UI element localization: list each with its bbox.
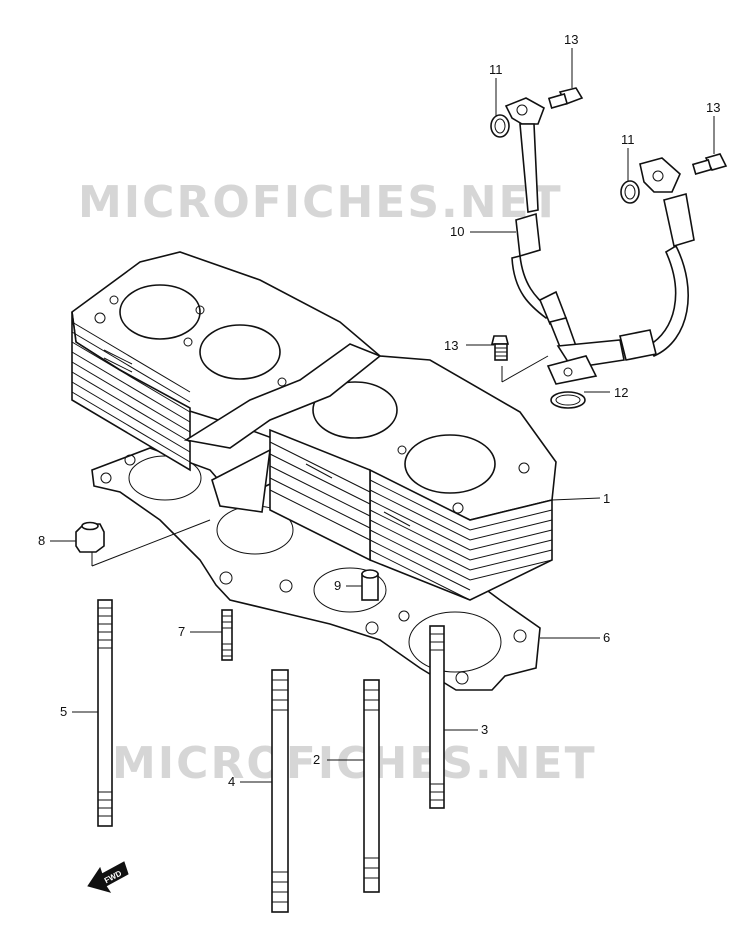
- callout-11-right: 11: [621, 132, 635, 147]
- union-bolt-top: [547, 87, 584, 110]
- callout-13-right: 13: [706, 100, 720, 115]
- stud-bolt-4: [271, 669, 289, 913]
- callout-2: 2: [313, 752, 320, 767]
- o-ring-left-inner: [494, 118, 506, 134]
- callout-7: 7: [178, 624, 185, 639]
- oil-hose-assembly: [504, 97, 695, 385]
- union-bolt-right: [691, 153, 728, 176]
- callout-13-lower: 13: [444, 338, 458, 353]
- stud-bolt-3: [429, 625, 445, 809]
- callout-13-top: 13: [564, 32, 578, 47]
- o-ring-right-inner: [624, 184, 636, 200]
- stud-bolt-2: [363, 679, 380, 893]
- cylinder-nut: [75, 521, 105, 553]
- callout-4: 4: [228, 774, 235, 789]
- short-stud: [221, 609, 233, 661]
- dowel-pin: [361, 569, 379, 601]
- watermark-bottom: MICROFICHES.NET: [112, 738, 597, 789]
- gasket-ring-12-inner: [555, 394, 581, 406]
- callout-9: 9: [334, 578, 341, 593]
- forward-arrow-icon: FWD: [87, 861, 129, 893]
- callout-5: 5: [60, 704, 67, 719]
- callout-11-left: 11: [489, 62, 503, 77]
- stud-bolt-5: [97, 599, 113, 827]
- watermark-top: MICROFICHES.NET: [78, 177, 563, 228]
- leader-lines: [50, 48, 715, 783]
- o-ring-left: [490, 114, 510, 138]
- callout-3: 3: [481, 722, 488, 737]
- o-ring-right: [620, 180, 640, 204]
- callout-1: 1: [603, 491, 610, 506]
- callout-10: 10: [450, 224, 464, 239]
- callout-6: 6: [603, 630, 610, 645]
- union-bolt-lower: [490, 335, 510, 361]
- callout-8: 8: [38, 533, 45, 548]
- callout-12: 12: [614, 385, 628, 400]
- cylinder-block: [71, 251, 557, 601]
